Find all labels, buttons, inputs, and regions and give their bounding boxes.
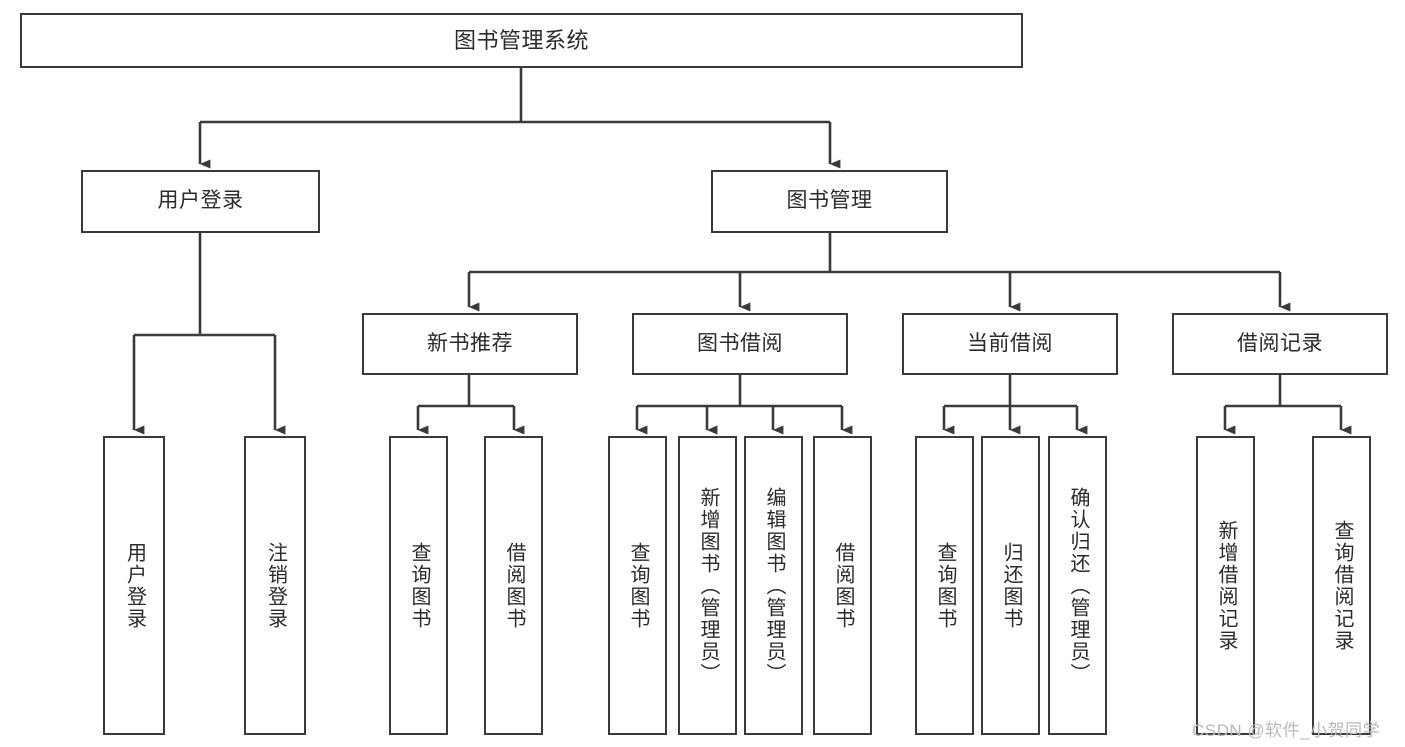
node-leaf-edit-book[interactable]: 编辑图书（管理员） bbox=[744, 436, 803, 735]
node-leaf-query-book-3-label: 查询图书 bbox=[934, 541, 956, 630]
watermark: CSDN @软件_小贺同学 bbox=[1192, 721, 1381, 740]
node-leaf-borrow-book-1[interactable]: 借阅图书 bbox=[484, 436, 543, 735]
node-leaf-return-book-label: 归还图书 bbox=[1000, 541, 1022, 630]
node-current-borrow[interactable]: 当前借阅 bbox=[902, 313, 1118, 375]
node-leaf-return-book[interactable]: 归还图书 bbox=[981, 436, 1040, 735]
node-leaf-query-record[interactable]: 查询借阅记录 bbox=[1312, 436, 1371, 735]
node-root-label: 图书管理系统 bbox=[453, 27, 589, 53]
node-leaf-query-book-2[interactable]: 查询图书 bbox=[608, 436, 667, 735]
node-leaf-edit-book-label: 编辑图书（管理员） bbox=[763, 486, 785, 685]
node-leaf-query-book-3[interactable]: 查询图书 bbox=[915, 436, 974, 735]
node-book-borrow[interactable]: 图书借阅 bbox=[632, 313, 848, 375]
node-leaf-user-login[interactable]: 用户登录 bbox=[103, 436, 165, 735]
node-leaf-user-login-label: 用户登录 bbox=[123, 541, 146, 630]
node-book-manage-label: 图书管理 bbox=[786, 189, 873, 213]
node-leaf-add-book-label: 新增图书（管理员） bbox=[697, 486, 719, 685]
node-leaf-logout-label: 注销登录 bbox=[264, 541, 287, 630]
node-leaf-query-book-2-label: 查询图书 bbox=[627, 541, 649, 630]
node-leaf-borrow-book-2[interactable]: 借阅图书 bbox=[813, 436, 872, 735]
node-user-login-label: 用户登录 bbox=[157, 189, 244, 213]
node-leaf-query-record-label: 查询借阅记录 bbox=[1331, 519, 1353, 652]
node-borrow-record[interactable]: 借阅记录 bbox=[1172, 313, 1388, 375]
node-borrow-record-label: 借阅记录 bbox=[1237, 331, 1323, 355]
node-leaf-borrow-book-2-label: 借阅图书 bbox=[832, 541, 854, 630]
node-book-borrow-label: 图书借阅 bbox=[697, 331, 783, 355]
node-leaf-query-book-1-label: 查询图书 bbox=[408, 541, 430, 630]
node-user-login[interactable]: 用户登录 bbox=[81, 170, 320, 233]
node-leaf-logout[interactable]: 注销登录 bbox=[244, 436, 306, 735]
node-current-borrow-label: 当前借阅 bbox=[967, 331, 1053, 355]
node-leaf-borrow-book-1-label: 借阅图书 bbox=[503, 541, 525, 630]
node-leaf-confirm-return[interactable]: 确认归还（管理员） bbox=[1048, 436, 1107, 735]
node-leaf-add-book[interactable]: 新增图书（管理员） bbox=[678, 436, 737, 735]
node-new-book-recommend[interactable]: 新书推荐 bbox=[362, 313, 578, 375]
node-leaf-confirm-return-label: 确认归还（管理员） bbox=[1067, 486, 1089, 685]
node-book-manage[interactable]: 图书管理 bbox=[711, 170, 948, 233]
node-root[interactable]: 图书管理系统 bbox=[20, 13, 1023, 68]
node-leaf-query-book-1[interactable]: 查询图书 bbox=[389, 436, 448, 735]
node-leaf-add-record[interactable]: 新增借阅记录 bbox=[1196, 436, 1255, 735]
node-new-book-recommend-label: 新书推荐 bbox=[427, 331, 513, 355]
node-leaf-add-record-label: 新增借阅记录 bbox=[1215, 519, 1237, 652]
